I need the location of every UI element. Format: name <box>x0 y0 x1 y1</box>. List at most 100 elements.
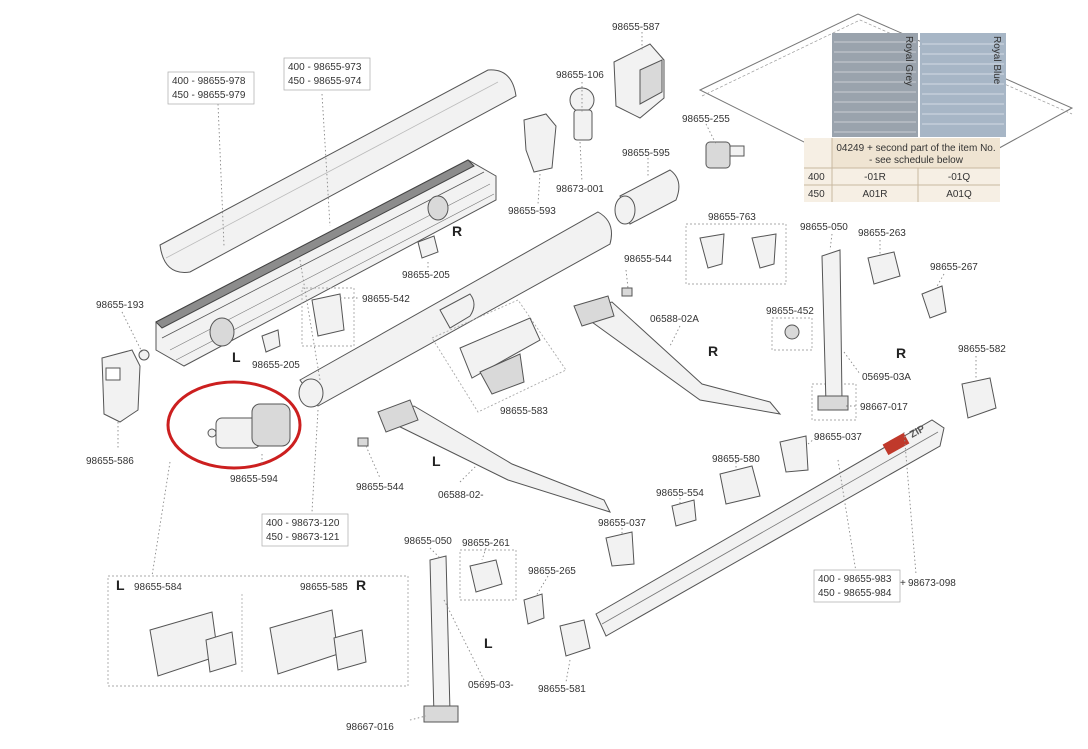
label-98655-587: 98655-587 <box>612 22 660 33</box>
label-housing-450: 450 - 98655-974 <box>288 76 362 87</box>
bracket-554-part <box>671 499 697 527</box>
right-support-leg-part <box>817 249 849 411</box>
right-end-kit-part <box>269 609 367 675</box>
leg-bracket-part <box>699 233 777 269</box>
label-98655-261: 98655-261 <box>462 538 510 549</box>
side-right-arm: R <box>708 343 718 359</box>
fabric-swatch-royal-blue <box>920 33 1006 137</box>
label-98655-580: 98655-580 <box>712 454 760 465</box>
label-roller-tube-450: 450 - 98673-121 <box>266 532 340 543</box>
left-arm-part <box>377 399 611 513</box>
label-98655-582: 98655-582 <box>958 344 1006 355</box>
label-front-cover-450: 450 - 98655-979 <box>172 90 246 101</box>
drive-shaft-part <box>705 141 745 169</box>
label-98655-050-b: 98655-050 <box>404 536 452 547</box>
end-kit-box <box>107 575 409 687</box>
end-plug-part <box>614 169 680 225</box>
housing-part <box>155 159 497 367</box>
label-98655-452: 98655-452 <box>766 306 814 317</box>
label-98655-265: 98655-265 <box>528 566 576 577</box>
label-98655-593: 98655-593 <box>508 206 556 217</box>
plus-sign: + <box>900 578 906 589</box>
bracket-part <box>523 113 557 173</box>
label-98655-763: 98655-763 <box>708 212 756 223</box>
left-end-kit-part <box>149 611 237 677</box>
swatch-label-royal-blue: Royal Blue <box>991 36 1002 85</box>
knob-part <box>784 324 800 340</box>
label-98655-584: 98655-584 <box>134 582 182 593</box>
label-98655-050-a: 98655-050 <box>800 222 848 233</box>
gear-housing-part <box>569 87 595 141</box>
bracket-580-part <box>719 465 761 505</box>
table-cell-blue-400: -01Q <box>948 172 970 183</box>
side-right-leg: R <box>896 345 906 361</box>
housing-bracket-part <box>311 293 345 337</box>
fabric-swatch-royal-grey <box>832 33 918 137</box>
label-98655-205-b: 98655-205 <box>252 360 300 371</box>
label-06588-02: 06588-02- <box>438 490 484 501</box>
leader-lines <box>117 32 977 721</box>
label-98673-001: 98673-001 <box>556 184 604 195</box>
label-98655-544-b: 98655-544 <box>356 482 404 493</box>
label-98655-037-a: 98655-037 <box>814 432 862 443</box>
swatch-label-royal-grey: Royal Grey <box>903 36 914 86</box>
label-98655-544-a: 98655-544 <box>624 254 672 265</box>
front-profile-part: ZIP <box>595 419 945 637</box>
side-left-leg: L <box>484 635 493 651</box>
table-cell-grey-400: -01R <box>864 172 886 183</box>
label-roller-tube-400: 400 - 98673-120 <box>266 518 340 529</box>
side-cap-581-part <box>559 619 591 657</box>
label-98673-098: 98673-098 <box>908 578 956 589</box>
left-support-leg-part <box>423 555 459 723</box>
clip-part <box>261 329 281 353</box>
label-98655-581: 98655-581 <box>538 684 586 695</box>
label-98655-542: 98655-542 <box>362 294 410 305</box>
roller-bracket-part <box>459 317 541 395</box>
label-06588-02A: 06588-02A <box>650 314 699 325</box>
clip-part <box>417 235 439 259</box>
right-end-cap-part <box>613 43 665 119</box>
table-cell-size-400: 400 <box>808 172 825 183</box>
label-98655-594: 98655-594 <box>230 474 278 485</box>
label-05695-03A: 05695-03A <box>862 372 911 383</box>
hinge-part <box>921 285 947 319</box>
label-98655-037-b: 98655-037 <box>598 518 646 529</box>
spring-part <box>357 437 369 447</box>
label-98667-016: 98667-016 <box>346 722 394 733</box>
bushing-part <box>138 349 150 361</box>
side-left-kit: L <box>116 577 125 593</box>
roller-tube-part <box>298 211 612 408</box>
side-right-kit: R <box>356 577 366 593</box>
side-left-housing: L <box>232 349 241 365</box>
spring-part <box>621 287 633 297</box>
label-98655-586: 98655-586 <box>86 456 134 467</box>
fabric-code-table: 04249 + second part of the item No. - se… <box>804 138 1000 202</box>
table-cell-size-450: 450 <box>808 189 825 200</box>
end-plug-594-part <box>207 403 291 449</box>
label-98655-554: 98655-554 <box>656 488 704 499</box>
left-end-cap-part <box>101 349 141 423</box>
label-98655-205-a: 98655-205 <box>402 270 450 281</box>
side-cap-part <box>961 377 997 419</box>
part-labels: 400 - 98655-978 450 - 98655-979 400 - 98… <box>86 22 1006 733</box>
side-left-arm: L <box>432 453 441 469</box>
highlight-ring <box>166 380 302 470</box>
label-98667-017: 98667-017 <box>860 402 908 413</box>
table-header-line2: - see schedule below <box>869 155 964 166</box>
front-cover-part <box>159 69 517 273</box>
side-markers: R L R L R L L R <box>116 223 906 651</box>
table-header-line1: 04249 + second part of the item No. <box>836 143 995 154</box>
label-front-cover-400: 400 - 98655-978 <box>172 76 246 87</box>
right-arm-part <box>573 295 782 415</box>
bracket-037-part <box>779 435 809 473</box>
label-98655-585: 98655-585 <box>300 582 348 593</box>
label-98655-595: 98655-595 <box>622 148 670 159</box>
label-front-profile-450: 450 - 98655-984 <box>818 588 892 599</box>
label-98655-583: 98655-583 <box>500 406 548 417</box>
label-98655-193: 98655-193 <box>96 300 144 311</box>
label-05695-03: 05695-03- <box>468 680 514 691</box>
leg-clip-261-part <box>469 559 503 593</box>
label-98655-255: 98655-255 <box>682 114 730 125</box>
